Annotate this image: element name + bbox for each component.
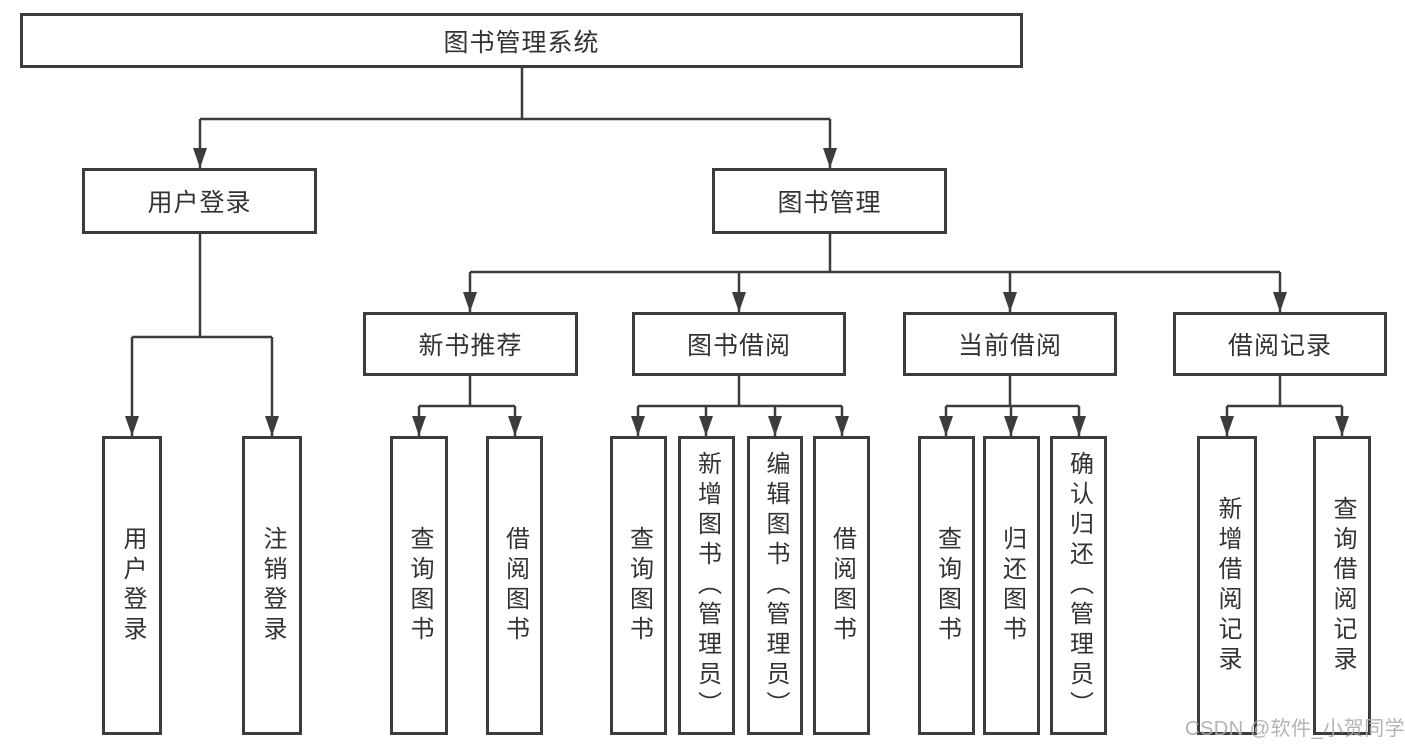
node-borrow-records-label: 借阅记录 <box>1227 332 1332 360</box>
connector-management-to-level3 <box>463 234 1287 312</box>
connector-login-to-leaves <box>125 234 279 436</box>
leaf-current-query-books: 查询图书 <box>918 436 975 735</box>
leaf-records-add-record-label: 新增借阅记录 <box>1214 495 1241 676</box>
leaf-current-return-books: 归还图书 <box>983 436 1040 735</box>
csdn-watermark: CSDN @软件_小贺同学 <box>1185 718 1405 740</box>
leaf-current-return-books-label: 归还图书 <box>998 525 1026 646</box>
leaf-borrowing-edit-books-admin-label: 编辑图书（管理员） <box>762 450 789 721</box>
leaf-current-query-books-label: 查询图书 <box>933 525 961 646</box>
leaf-logout: 注销登录 <box>242 436 302 735</box>
leaf-borrowing-query-books: 查询图书 <box>610 436 667 735</box>
connector-borrowing-to-leaves <box>631 376 849 436</box>
leaf-current-confirm-return-admin: 确认归还（管理员） <box>1050 436 1107 735</box>
leaf-recommend-query-books: 查询图书 <box>390 436 448 735</box>
leaf-current-confirm-return-admin-label: 确认归还（管理员） <box>1065 450 1093 721</box>
node-borrow-records: 借阅记录 <box>1173 312 1387 376</box>
node-user-login: 用户登录 <box>82 168 317 234</box>
leaf-borrowing-add-books-admin: 新增图书（管理员） <box>678 436 735 735</box>
node-book-management: 图书管理 <box>712 168 947 234</box>
node-current-borrowing: 当前借阅 <box>903 312 1117 376</box>
leaf-borrowing-add-books-admin-label: 新增图书（管理员） <box>693 450 721 721</box>
leaf-logout-label: 注销登录 <box>259 525 286 646</box>
leaf-user-login: 用户登录 <box>102 436 162 735</box>
connector-new-books-to-leaves <box>412 376 522 436</box>
node-user-login-label: 用户登录 <box>147 189 252 217</box>
node-book-borrowing-label: 图书借阅 <box>686 332 791 360</box>
leaf-records-add-record: 新增借阅记录 <box>1197 436 1257 735</box>
node-current-borrowing-label: 当前借阅 <box>957 332 1062 360</box>
leaf-recommend-query-books-label: 查询图书 <box>406 525 433 646</box>
node-root-label: 图书管理系统 <box>443 28 600 57</box>
leaf-recommend-borrow-books: 借阅图书 <box>486 436 543 735</box>
node-book-borrowing: 图书借阅 <box>632 312 846 376</box>
connector-records-to-leaves <box>1220 376 1349 436</box>
leaf-borrowing-query-books-label: 查询图书 <box>625 525 653 646</box>
connector-current-to-leaves <box>939 376 1086 436</box>
node-new-book-recommend-label: 新书推荐 <box>418 332 523 360</box>
leaf-records-query-record: 查询借阅记录 <box>1313 436 1371 735</box>
node-new-book-recommend: 新书推荐 <box>363 312 578 376</box>
node-root: 图书管理系统 <box>20 13 1023 68</box>
leaf-borrowing-borrow-books: 借阅图书 <box>813 436 870 735</box>
leaf-user-login-label: 用户登录 <box>119 525 146 646</box>
leaf-borrowing-borrow-books-label: 借阅图书 <box>828 525 856 646</box>
leaf-records-query-record-label: 查询借阅记录 <box>1329 495 1356 676</box>
leaf-borrowing-edit-books-admin: 编辑图书（管理员） <box>747 436 803 735</box>
node-book-management-label: 图书管理 <box>777 189 882 217</box>
connector-root-to-level2 <box>193 68 837 168</box>
leaf-recommend-borrow-books-label: 借阅图书 <box>501 525 529 646</box>
